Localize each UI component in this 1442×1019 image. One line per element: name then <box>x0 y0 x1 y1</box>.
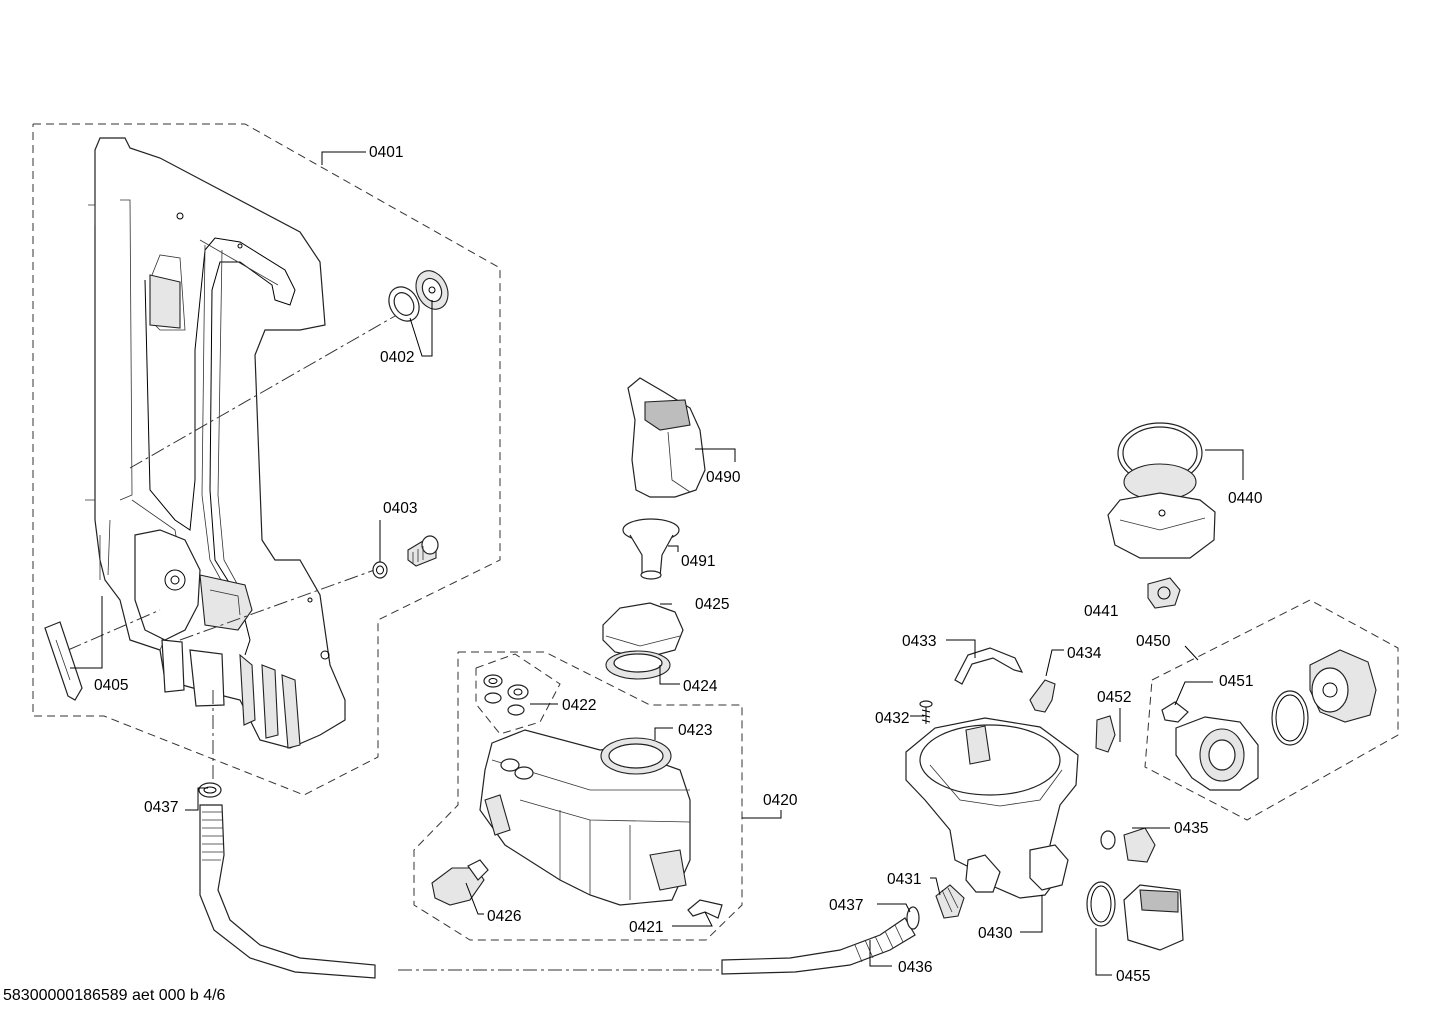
part-0433 <box>954 647 1024 685</box>
callout-0441: 0441 <box>1084 603 1118 620</box>
callout-0451: 0451 <box>1219 673 1253 690</box>
callout-0403: 0403 <box>383 500 417 517</box>
part-0434 <box>1029 679 1056 713</box>
part-0422 <box>475 653 561 735</box>
part-0421 <box>687 899 723 919</box>
part-0437-right <box>721 906 920 975</box>
part-0435 <box>1100 827 1156 863</box>
callout-0420: 0420 <box>763 792 798 809</box>
drawing-reference-footer: 58300000186589 aet 000 b 4/6 <box>3 987 226 1004</box>
callout-0455: 0455 <box>1116 968 1150 985</box>
callout-0491: 0491 <box>681 553 715 570</box>
callout-0402: 0402 <box>380 349 414 366</box>
part-0490 <box>627 377 706 498</box>
part-group-0401 <box>32 123 501 796</box>
callout-0432: 0432 <box>875 710 909 727</box>
part-0430 <box>905 717 1079 899</box>
leader-lines <box>70 151 1244 976</box>
callout-0430: 0430 <box>978 925 1013 942</box>
callout-0401: 0401 <box>369 144 403 161</box>
part-0432 <box>919 700 933 724</box>
callout-0437-left: 0437 <box>144 799 178 816</box>
part-0405 <box>44 621 83 701</box>
callout-0435: 0435 <box>1174 820 1208 837</box>
callout-0431: 0431 <box>887 871 921 888</box>
part-0491 <box>622 518 680 580</box>
callout-0424: 0424 <box>683 678 718 695</box>
callout-0422: 0422 <box>562 697 596 714</box>
part-0426 <box>431 859 489 906</box>
part-0402 <box>388 270 449 322</box>
callout-0433: 0433 <box>902 633 936 650</box>
callout-0425: 0425 <box>695 596 729 613</box>
part-group-0450 <box>1095 599 1399 821</box>
callout-0490: 0490 <box>706 469 741 486</box>
callout-0426: 0426 <box>487 908 521 925</box>
callout-0421: 0421 <box>629 919 663 936</box>
callout-0452: 0452 <box>1097 689 1131 706</box>
callout-0436: 0436 <box>898 959 932 976</box>
part-0431 <box>935 884 965 919</box>
part-group-0420 <box>413 651 743 941</box>
part-0403 <box>372 535 439 579</box>
callout-0437-right: 0437 <box>829 897 863 914</box>
callout-labels: 0401 0402 0403 0405 0437 0490 0491 0425 … <box>94 144 1263 985</box>
callout-0423: 0423 <box>678 722 712 739</box>
callout-0450: 0450 <box>1136 633 1171 650</box>
callout-0440: 0440 <box>1228 490 1263 507</box>
part-0455 <box>1086 881 1184 951</box>
callout-0434: 0434 <box>1067 645 1102 662</box>
callout-0405: 0405 <box>94 677 128 694</box>
part-0425-0424 <box>602 602 684 680</box>
part-0437-left <box>198 782 376 979</box>
part-group-0440 <box>1107 422 1216 609</box>
